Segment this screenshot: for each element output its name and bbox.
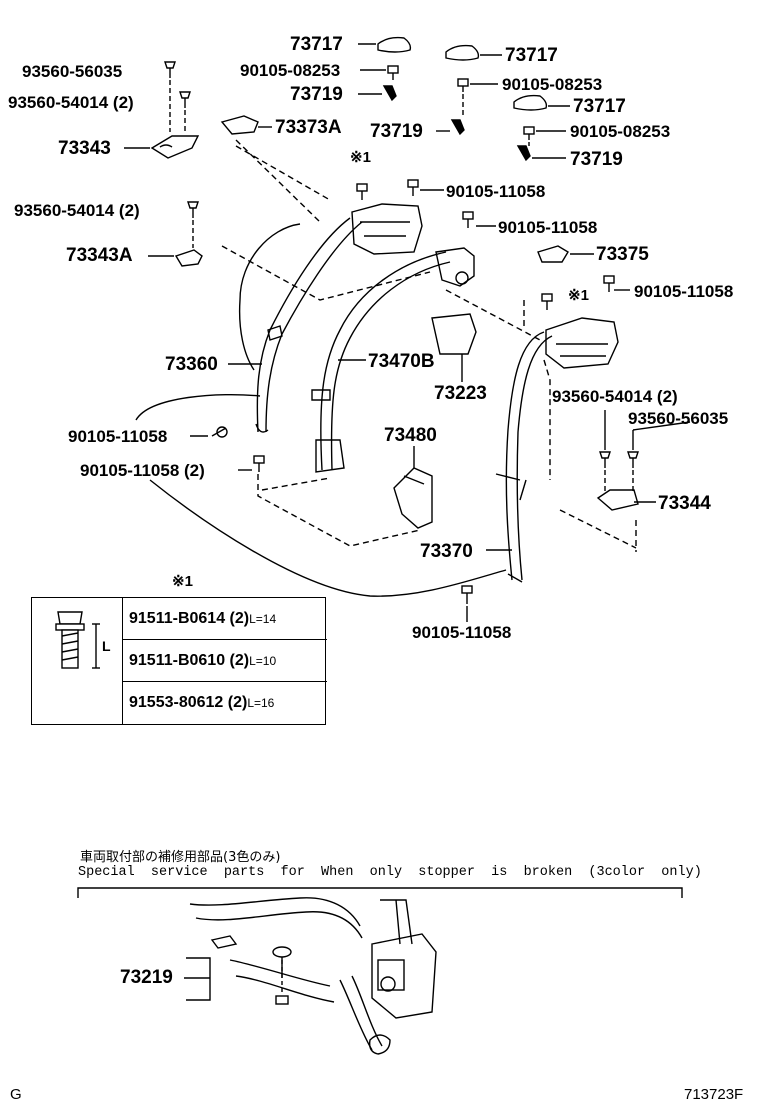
part-number: 91511-B0614 (2) xyxy=(129,610,250,627)
bolt-icon xyxy=(461,585,473,604)
bolt-icon xyxy=(211,426,228,438)
label-73470B: 73470B xyxy=(368,351,435,372)
retractor-upper-left xyxy=(351,203,423,255)
bolt-icon xyxy=(387,65,399,80)
label-73719: 73719 xyxy=(570,149,623,170)
cap-73717 xyxy=(445,44,480,61)
table-row: 91553-80612 (2)L=16 xyxy=(123,682,327,724)
bolt-icon xyxy=(541,293,553,310)
label-90105-08253: 90105-08253 xyxy=(240,61,341,80)
label-73375: 73375 xyxy=(596,244,649,265)
label-73360: 73360 xyxy=(165,354,218,375)
label-73219: 73219 xyxy=(120,967,173,988)
cap-73717 xyxy=(377,36,412,53)
label-90105-11058: 90105-11058 xyxy=(498,218,598,237)
length-value: L=14 xyxy=(249,612,277,626)
label-73717: 73717 xyxy=(505,45,558,66)
label-90105-11058-2: 90105-11058 (2) xyxy=(80,461,205,480)
label-73343: 73343 xyxy=(58,138,111,159)
nut-icon xyxy=(275,995,289,1005)
screw-icon xyxy=(179,91,191,108)
mark-1: ※1 xyxy=(568,287,589,304)
retractor-73223 xyxy=(435,247,475,287)
bracket-73343 xyxy=(150,135,200,159)
belt-73370 xyxy=(505,331,553,581)
buckle-73470B xyxy=(315,439,345,473)
screw-icon xyxy=(187,201,199,218)
bolt-icon xyxy=(407,179,419,196)
clip-73719 xyxy=(450,119,465,136)
bolt-icon xyxy=(462,211,474,228)
clip-73719 xyxy=(382,85,397,102)
label-93560-56035: 93560-56035 xyxy=(628,409,729,428)
belt-73360 xyxy=(256,217,363,433)
label-73373A: 73373A xyxy=(275,117,342,138)
table-row: 91511-B0614 (2)L=14 xyxy=(123,598,327,640)
label-90105-11058: 90105-11058 xyxy=(634,282,734,301)
footer-left-code: G xyxy=(10,1086,22,1103)
label-90105-08253: 90105-08253 xyxy=(502,75,603,94)
bolt-icon xyxy=(457,78,469,92)
length-value: L=16 xyxy=(247,696,275,710)
retractor-upper-right xyxy=(545,317,619,369)
mark-1: ※1 xyxy=(350,149,371,166)
bolt-icon xyxy=(253,455,265,472)
part-number: 91511-B0610 (2) xyxy=(129,652,250,669)
retractor-73219 xyxy=(371,899,437,1019)
bolt-spec-table: L 91511-B0614 (2)L=14 91511-B0610 (2)L=1… xyxy=(31,597,327,725)
label-73343A: 73343A xyxy=(66,245,133,266)
flange-bolt-icon xyxy=(55,611,85,669)
plate-73375 xyxy=(537,245,569,263)
clip-73719 xyxy=(516,145,531,162)
length-value: L=10 xyxy=(249,654,277,668)
belt-assembly-73219 xyxy=(189,897,363,939)
table-row: 91511-B0610 (2)L=10 xyxy=(123,640,327,682)
label-90105-11058: 90105-11058 xyxy=(412,623,512,642)
special-parts-japanese: 車両取付部の補修用部品(3色のみ) xyxy=(80,850,281,865)
bracket-73344 xyxy=(596,489,639,511)
label-73223: 73223 xyxy=(434,383,487,404)
screw-icon xyxy=(627,451,639,468)
label-73480: 73480 xyxy=(384,425,437,446)
label-73719: 73719 xyxy=(290,84,343,105)
label-73719: 73719 xyxy=(370,121,423,142)
special-parts-english: Special service parts for When only stop… xyxy=(78,865,702,880)
bracket-73343A xyxy=(174,249,203,267)
cap-73717 xyxy=(513,94,548,111)
box-73223 xyxy=(431,313,477,355)
part-number: 91553-80612 (2) xyxy=(129,694,248,711)
bolt-icon-cell: L xyxy=(32,598,123,724)
screw-icon xyxy=(599,451,611,468)
label-73344: 73344 xyxy=(658,493,711,514)
label-73717: 73717 xyxy=(290,34,343,55)
plate-73373A xyxy=(220,115,259,135)
length-label: L xyxy=(102,638,111,654)
footer-right-code: 713723F xyxy=(684,1086,744,1103)
label-90105-11058: 90105-11058 xyxy=(446,182,546,201)
label-90105-11058: 90105-11058 xyxy=(68,427,168,446)
cover-73480 xyxy=(393,467,433,529)
label-93560-54014: 93560-54014 (2) xyxy=(552,387,678,406)
label-93560-54014: 93560-54014 (2) xyxy=(8,93,134,112)
belt-73470B xyxy=(320,251,451,471)
label-90105-08253: 90105-08253 xyxy=(570,122,671,141)
label-93560-56035: 93560-56035 xyxy=(22,62,123,81)
label-73370: 73370 xyxy=(420,541,473,562)
screw-icon xyxy=(164,61,176,78)
bolt-icon xyxy=(603,275,615,292)
bolt-icon xyxy=(356,183,368,200)
bolt-icon xyxy=(523,126,535,140)
table-mark: ※1 xyxy=(172,573,193,590)
label-93560-54014: 93560-54014 (2) xyxy=(14,201,140,220)
label-73717: 73717 xyxy=(573,96,626,117)
